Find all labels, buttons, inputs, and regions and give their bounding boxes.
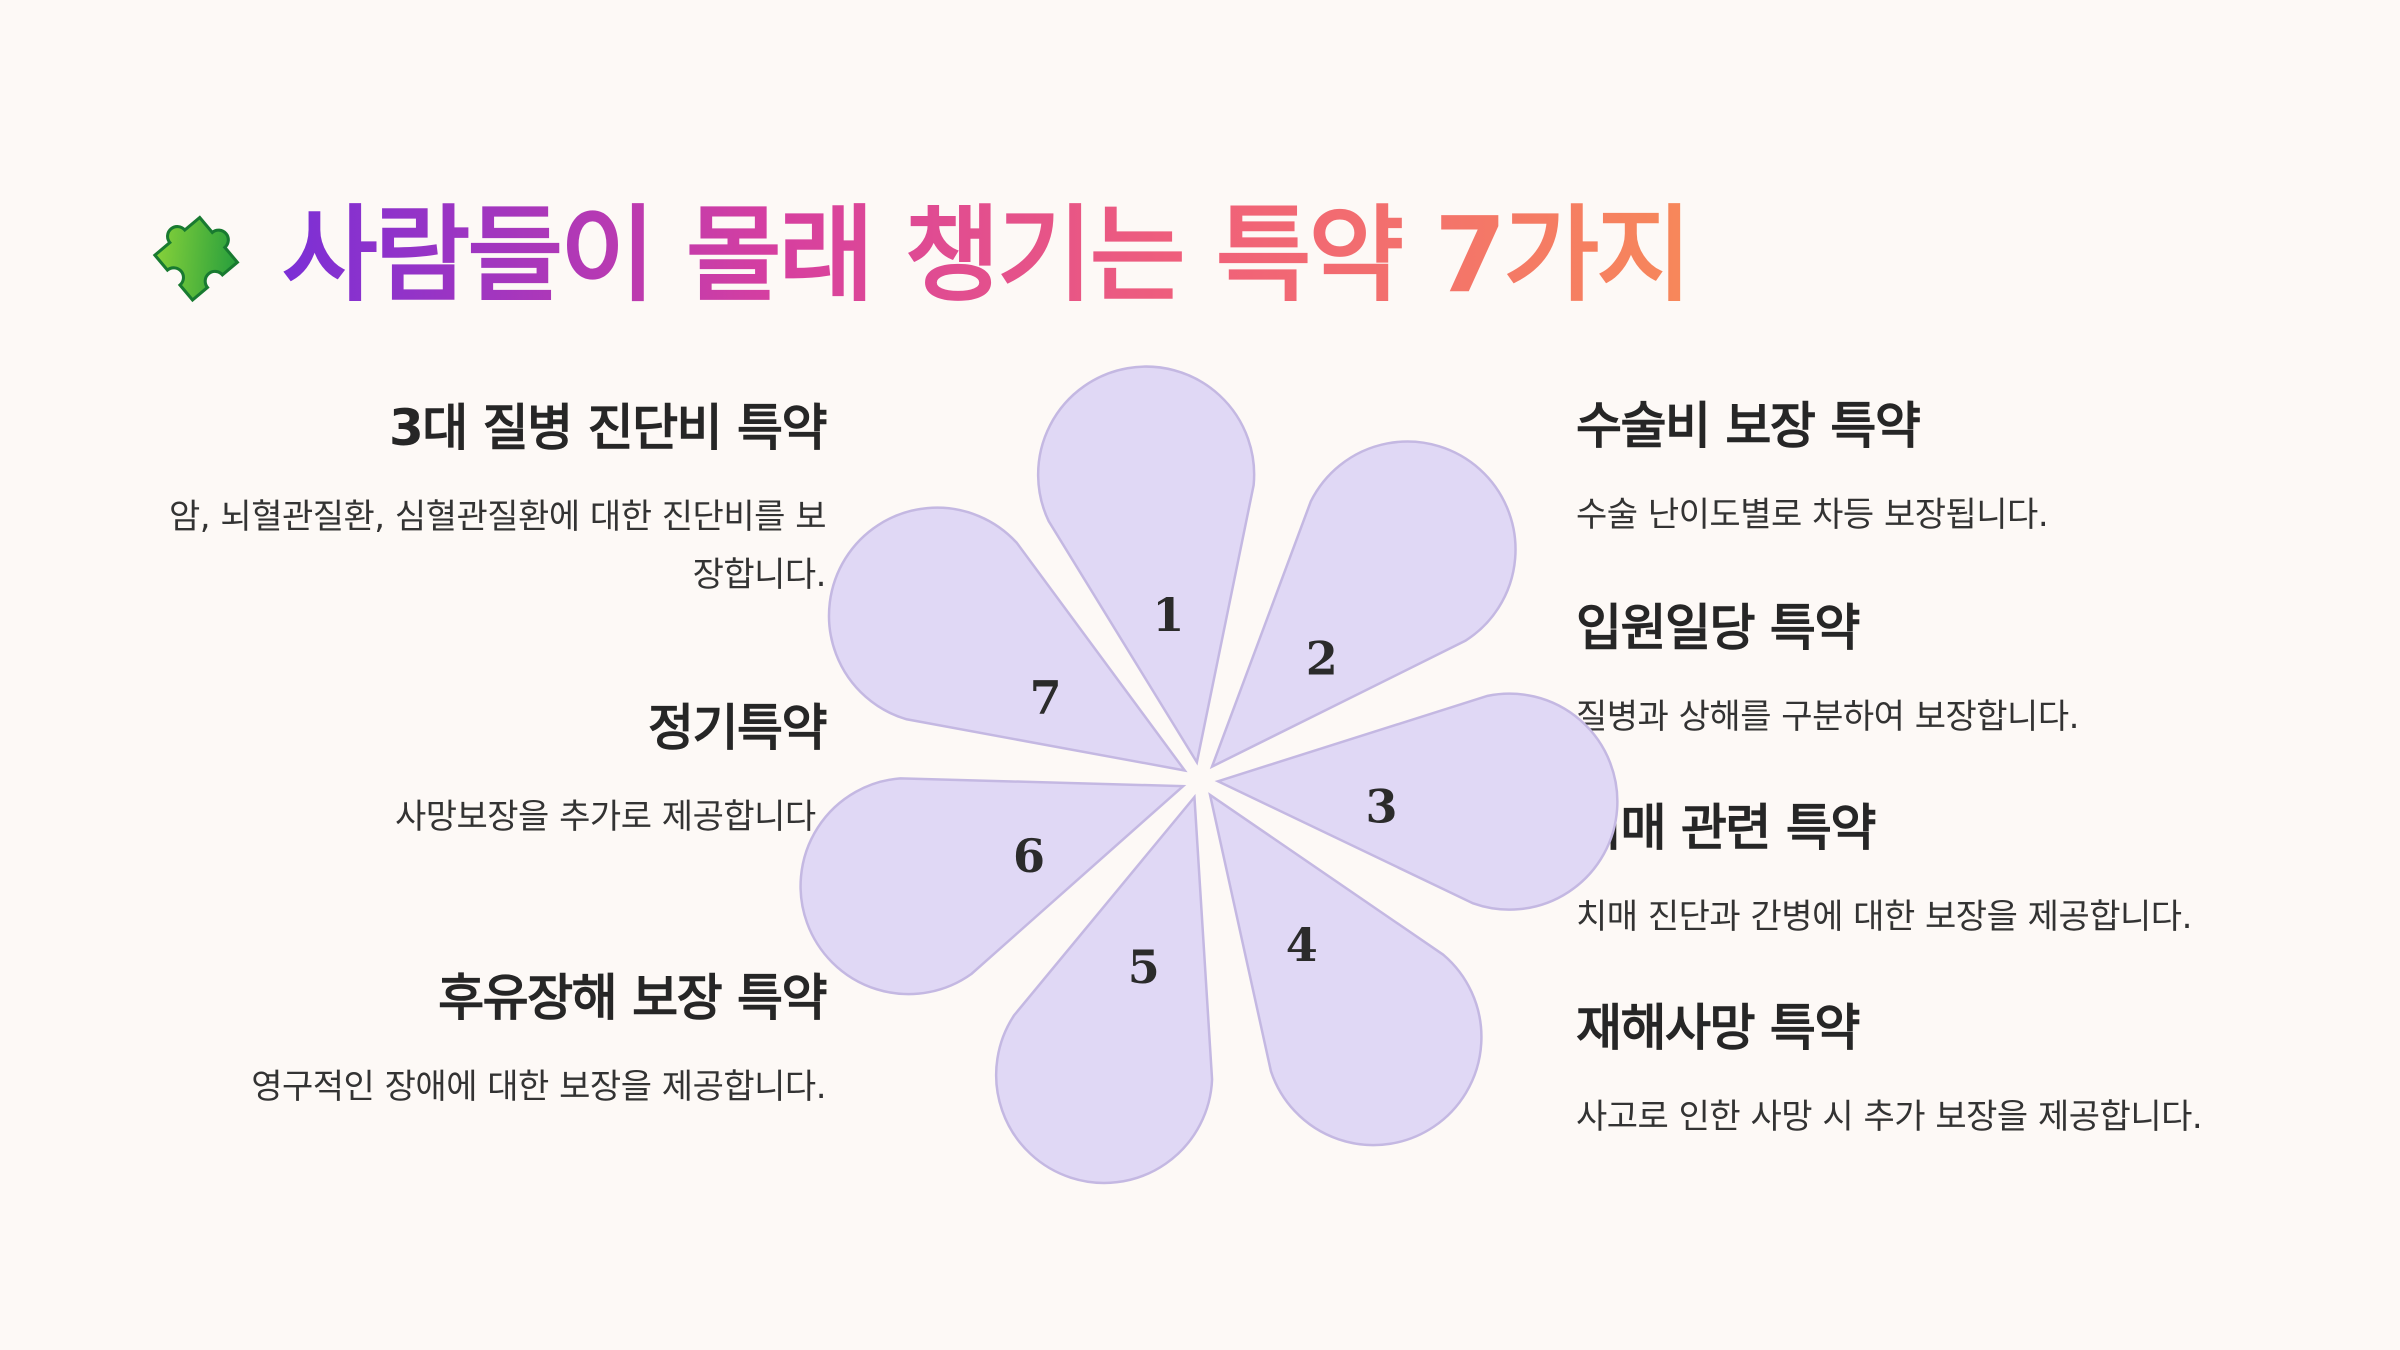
page-title: 사람들이 몰래 챙기는 특약 7가지 [282, 194, 1692, 316]
left-item-1: 3대 질병 진단비 특약 암, 뇌혈관질환, 심혈관질환에 대한 진단비를 보장… [66, 399, 828, 604]
item-desc: 수술 난이도별로 차등 보장됩니다. [1576, 494, 2049, 535]
petal-label: 3 [1366, 780, 1398, 834]
petal-5: 5 [994, 793, 1214, 1185]
petal-label: 4 [1286, 918, 1318, 972]
petal-1: 1 [1036, 365, 1256, 766]
item-desc: 사망보장을 추가로 제공합니다. [394, 796, 827, 837]
item-title: 정기특약 [648, 699, 828, 757]
left-item-3: 후유장해 보장 특약 영구적인 장애에 대한 보장을 제공합니다. [66, 969, 827, 1116]
right-item-2: 입원일당 특약 질병과 상해를 구분하여 보장합니다. [1576, 599, 2376, 746]
right-item-3: 치매 관련 특약 치매 진단과 간병에 대한 보장을 제공합니다. [1576, 799, 2376, 946]
petal-label: 1 [1152, 588, 1184, 642]
petal-shape [994, 793, 1214, 1185]
item-title: 입원일당 특약 [1576, 599, 1860, 657]
petal-label: 2 [1306, 632, 1338, 686]
item-desc: 영구적인 장애에 대한 보장을 제공합니다. [251, 1066, 826, 1107]
petal-label: 5 [1128, 940, 1160, 994]
item-desc: 사고로 인한 사망 시 추가 보장을 제공합니다. [1576, 1096, 2203, 1137]
petal-4: 4 [1208, 792, 1483, 1147]
petal-label: 7 [1030, 671, 1062, 725]
item-desc: 질병과 상해를 구분하여 보장합니다. [1576, 696, 2079, 737]
petal-6: 6 [799, 777, 1187, 996]
item-title: 후유장해 보장 특약 [438, 969, 827, 1027]
petal-shape [799, 777, 1187, 996]
right-item-4: 재해사망 특약 사고로 인한 사망 시 추가 보장을 제공합니다. [1576, 999, 2376, 1146]
title-row: 사람들이 몰래 챙기는 특약 7가지 [132, 190, 1692, 320]
item-desc: 암, 뇌혈관질환, 심혈관질환에 대한 진단비를 보장합니다. [169, 496, 826, 595]
item-title: 재해사망 특약 [1576, 999, 1860, 1057]
left-item-2: 정기특약 사망보장을 추가로 제공합니다. [66, 699, 828, 846]
petal-label: 6 [1013, 829, 1045, 883]
item-title: 치매 관련 특약 [1576, 799, 1876, 857]
right-item-1: 수술비 보장 특약 수술 난이도별로 차등 보장됩니다. [1576, 397, 2376, 544]
item-desc: 치매 진단과 간병에 대한 보장을 제공합니다. [1576, 896, 2192, 937]
item-title: 수술비 보장 특약 [1576, 397, 1921, 455]
petal-shape [1036, 365, 1256, 766]
petal-shape [1209, 440, 1517, 770]
item-title: 3대 질병 진단비 특약 [388, 399, 828, 457]
petal-shape [827, 506, 1188, 773]
puzzle-piece-icon [152, 215, 240, 303]
petal-2: 2 [1209, 440, 1517, 770]
petal-3: 3 [1214, 692, 1619, 911]
petal-7: 7 [827, 506, 1188, 773]
petal-shape [1214, 692, 1619, 911]
petal-shape [1208, 792, 1483, 1147]
